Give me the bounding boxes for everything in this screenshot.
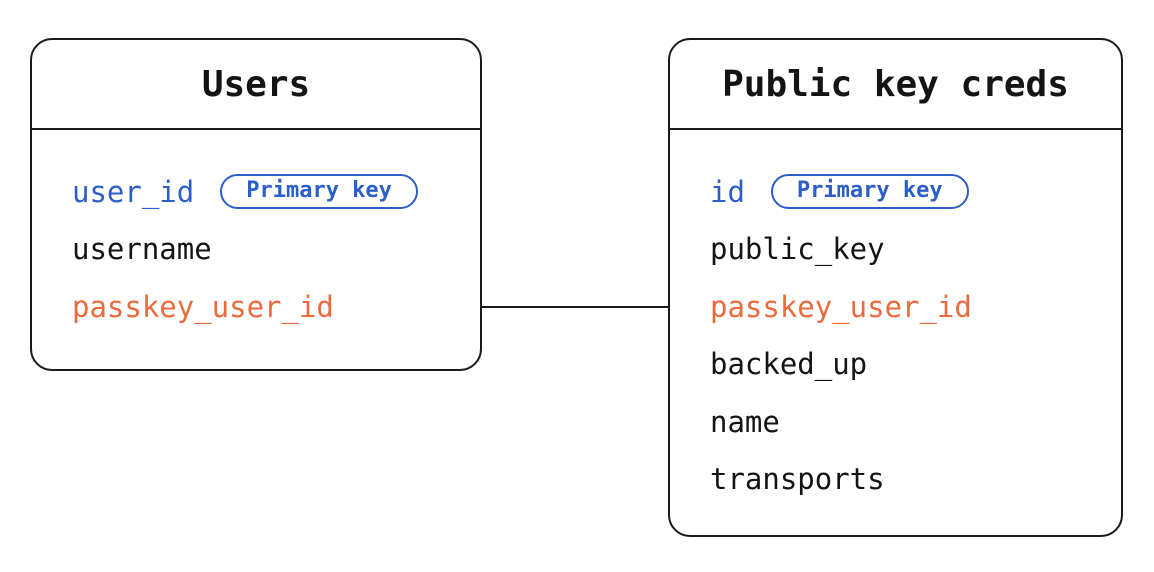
field-row-transports: transports: [710, 451, 1121, 509]
primary-key-badge: Primary key: [770, 174, 969, 210]
table-users-title: Users: [201, 63, 311, 105]
field-passkey-user-id: passkey_user_id: [72, 289, 334, 324]
field-row-passkey-user-id: passkey_user_id: [710, 278, 1121, 336]
field-public-key: public_key: [710, 232, 885, 267]
field-row-passkey-user-id: passkey_user_id: [72, 278, 480, 336]
table-users-header: Users: [32, 40, 480, 130]
field-row-id: id Primary key: [710, 163, 1121, 221]
field-row-public-key: public_key: [710, 221, 1121, 279]
field-row-username: username: [72, 221, 480, 279]
field-user-id: user_id: [72, 174, 195, 209]
table-users: Users user_id Primary key username passk…: [30, 38, 482, 371]
field-row-user-id: user_id Primary key: [72, 163, 480, 221]
field-passkey-user-id: passkey_user_id: [710, 289, 972, 324]
field-backed-up: backed_up: [710, 347, 868, 382]
field-transports: transports: [710, 462, 885, 497]
table-users-body: user_id Primary key username passkey_use…: [32, 130, 480, 336]
field-username: username: [72, 232, 212, 267]
relation-line: [481, 306, 669, 308]
table-public-key-creds: Public key creds id Primary key public_k…: [668, 38, 1123, 537]
primary-key-badge: Primary key: [220, 174, 418, 210]
field-id: id: [710, 174, 745, 209]
table-public-key-creds-header: Public key creds: [670, 40, 1121, 130]
field-row-backed-up: backed_up: [710, 336, 1121, 394]
table-public-key-creds-title: Public key creds: [722, 63, 1069, 105]
field-name: name: [710, 404, 780, 439]
field-row-name: name: [710, 393, 1121, 451]
table-public-key-creds-body: id Primary key public_key passkey_user_i…: [670, 130, 1121, 508]
